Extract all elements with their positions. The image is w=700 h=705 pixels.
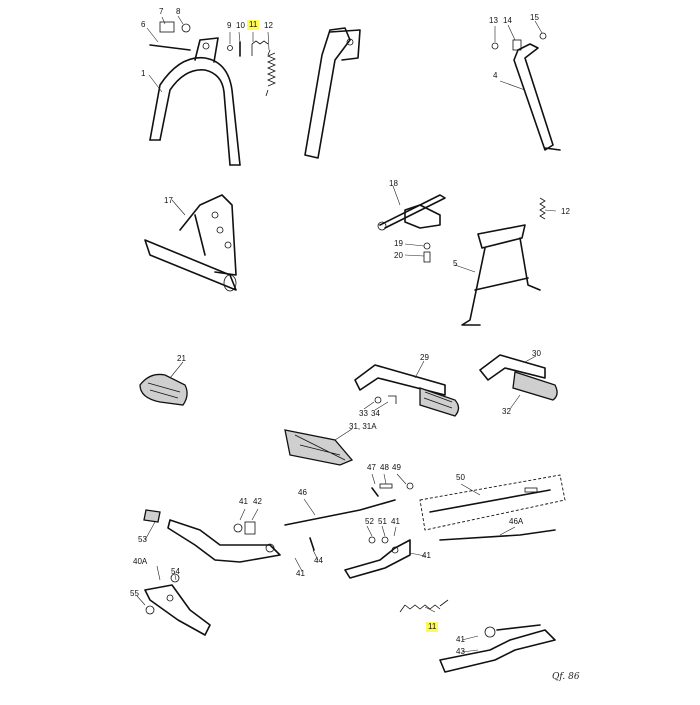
small-parts-33-34 — [374, 395, 397, 404]
signature: Qf. 86 — [552, 672, 580, 682]
part-label-31-31A: 31, 31A — [349, 422, 377, 431]
part-label-14: 14 — [503, 16, 512, 25]
rod-part-46 — [284, 499, 396, 526]
footrest-part-31 — [284, 429, 354, 466]
part-label-41-d: 41 — [296, 569, 305, 578]
part-label-46A: 46A — [509, 517, 524, 526]
part-label-32: 32 — [502, 407, 511, 416]
small-parts-9-10 — [227, 41, 241, 57]
part-label-47: 47 — [367, 463, 376, 472]
part-label-19: 19 — [394, 239, 403, 248]
part-label-54: 54 — [171, 567, 180, 576]
part-label-7: 7 — [159, 7, 164, 16]
part-label-13: 13 — [489, 16, 498, 25]
spring-part-11-top — [251, 40, 269, 56]
part-label-11-bottom-highlighted: 11 — [426, 622, 439, 632]
bracket-part-40A — [144, 573, 211, 636]
part-label-46: 46 — [298, 488, 307, 497]
part-label-5: 5 — [453, 259, 458, 268]
rod-part-46A — [439, 529, 556, 541]
part-label-10: 10 — [236, 21, 245, 30]
part-label-41-a: 41 — [239, 497, 248, 506]
part-label-41-c: 41 — [422, 551, 431, 560]
part-label-48: 48 — [380, 463, 389, 472]
center-stand-part-5 — [461, 224, 541, 326]
part-label-12: 12 — [264, 21, 273, 30]
part-label-18: 18 — [389, 179, 398, 188]
bracket-part-17 — [144, 194, 237, 292]
footrest-part-21 — [139, 373, 188, 406]
part-label-42: 42 — [253, 497, 262, 506]
part-label-49: 49 — [392, 463, 401, 472]
part-label-41-b: 41 — [391, 517, 400, 526]
small-parts-41-42 — [233, 521, 256, 535]
part-label-33: 33 — [359, 409, 368, 418]
part-label-51: 51 — [378, 517, 387, 526]
spring-part-12-top — [265, 49, 277, 97]
part-label-11-highlighted: 11 — [247, 20, 260, 30]
leader-lines — [136, 15, 557, 653]
side-stand-center-top — [304, 27, 361, 159]
part-label-41-e: 41 — [456, 635, 465, 644]
bracket-part-18 — [377, 194, 446, 263]
part-label-55: 55 — [130, 589, 139, 598]
part-label-8: 8 — [176, 7, 181, 16]
part-label-20: 20 — [394, 251, 403, 260]
part-label-53: 53 — [138, 535, 147, 544]
lever-assembly-52-51 — [344, 536, 411, 579]
part-label-9: 9 — [227, 21, 232, 30]
part-label-17: 17 — [164, 196, 173, 205]
part-label-30: 30 — [532, 349, 541, 358]
part-label-21: 21 — [177, 354, 186, 363]
part-label-29: 29 — [420, 353, 429, 362]
part-label-1: 1 — [141, 69, 146, 78]
part-label-15: 15 — [530, 13, 539, 22]
footpeg-part-30 — [479, 354, 558, 401]
lever-part-43 — [439, 624, 556, 673]
side-stand-part-4 — [491, 32, 561, 151]
part-label-44: 44 — [314, 556, 323, 565]
spring-part-12-right — [539, 197, 546, 220]
part-label-34: 34 — [371, 409, 380, 418]
small-parts-47-48-49 — [371, 482, 414, 497]
part-label-52: 52 — [365, 517, 374, 526]
part-label-43: 43 — [456, 647, 465, 656]
part-label-6: 6 — [141, 20, 146, 29]
center-stand-part-1 — [149, 21, 241, 166]
part-label-4: 4 — [493, 71, 498, 80]
part-label-12-right: 12 — [561, 207, 570, 216]
lever-part-53 — [143, 509, 281, 563]
footpeg-part-29 — [354, 364, 460, 417]
part-label-40A: 40A — [133, 557, 148, 566]
part-label-50: 50 — [456, 473, 465, 482]
spring-part-11-bottom — [399, 599, 449, 613]
assembly-part-50 — [419, 474, 566, 531]
small-part-44 — [309, 537, 315, 551]
